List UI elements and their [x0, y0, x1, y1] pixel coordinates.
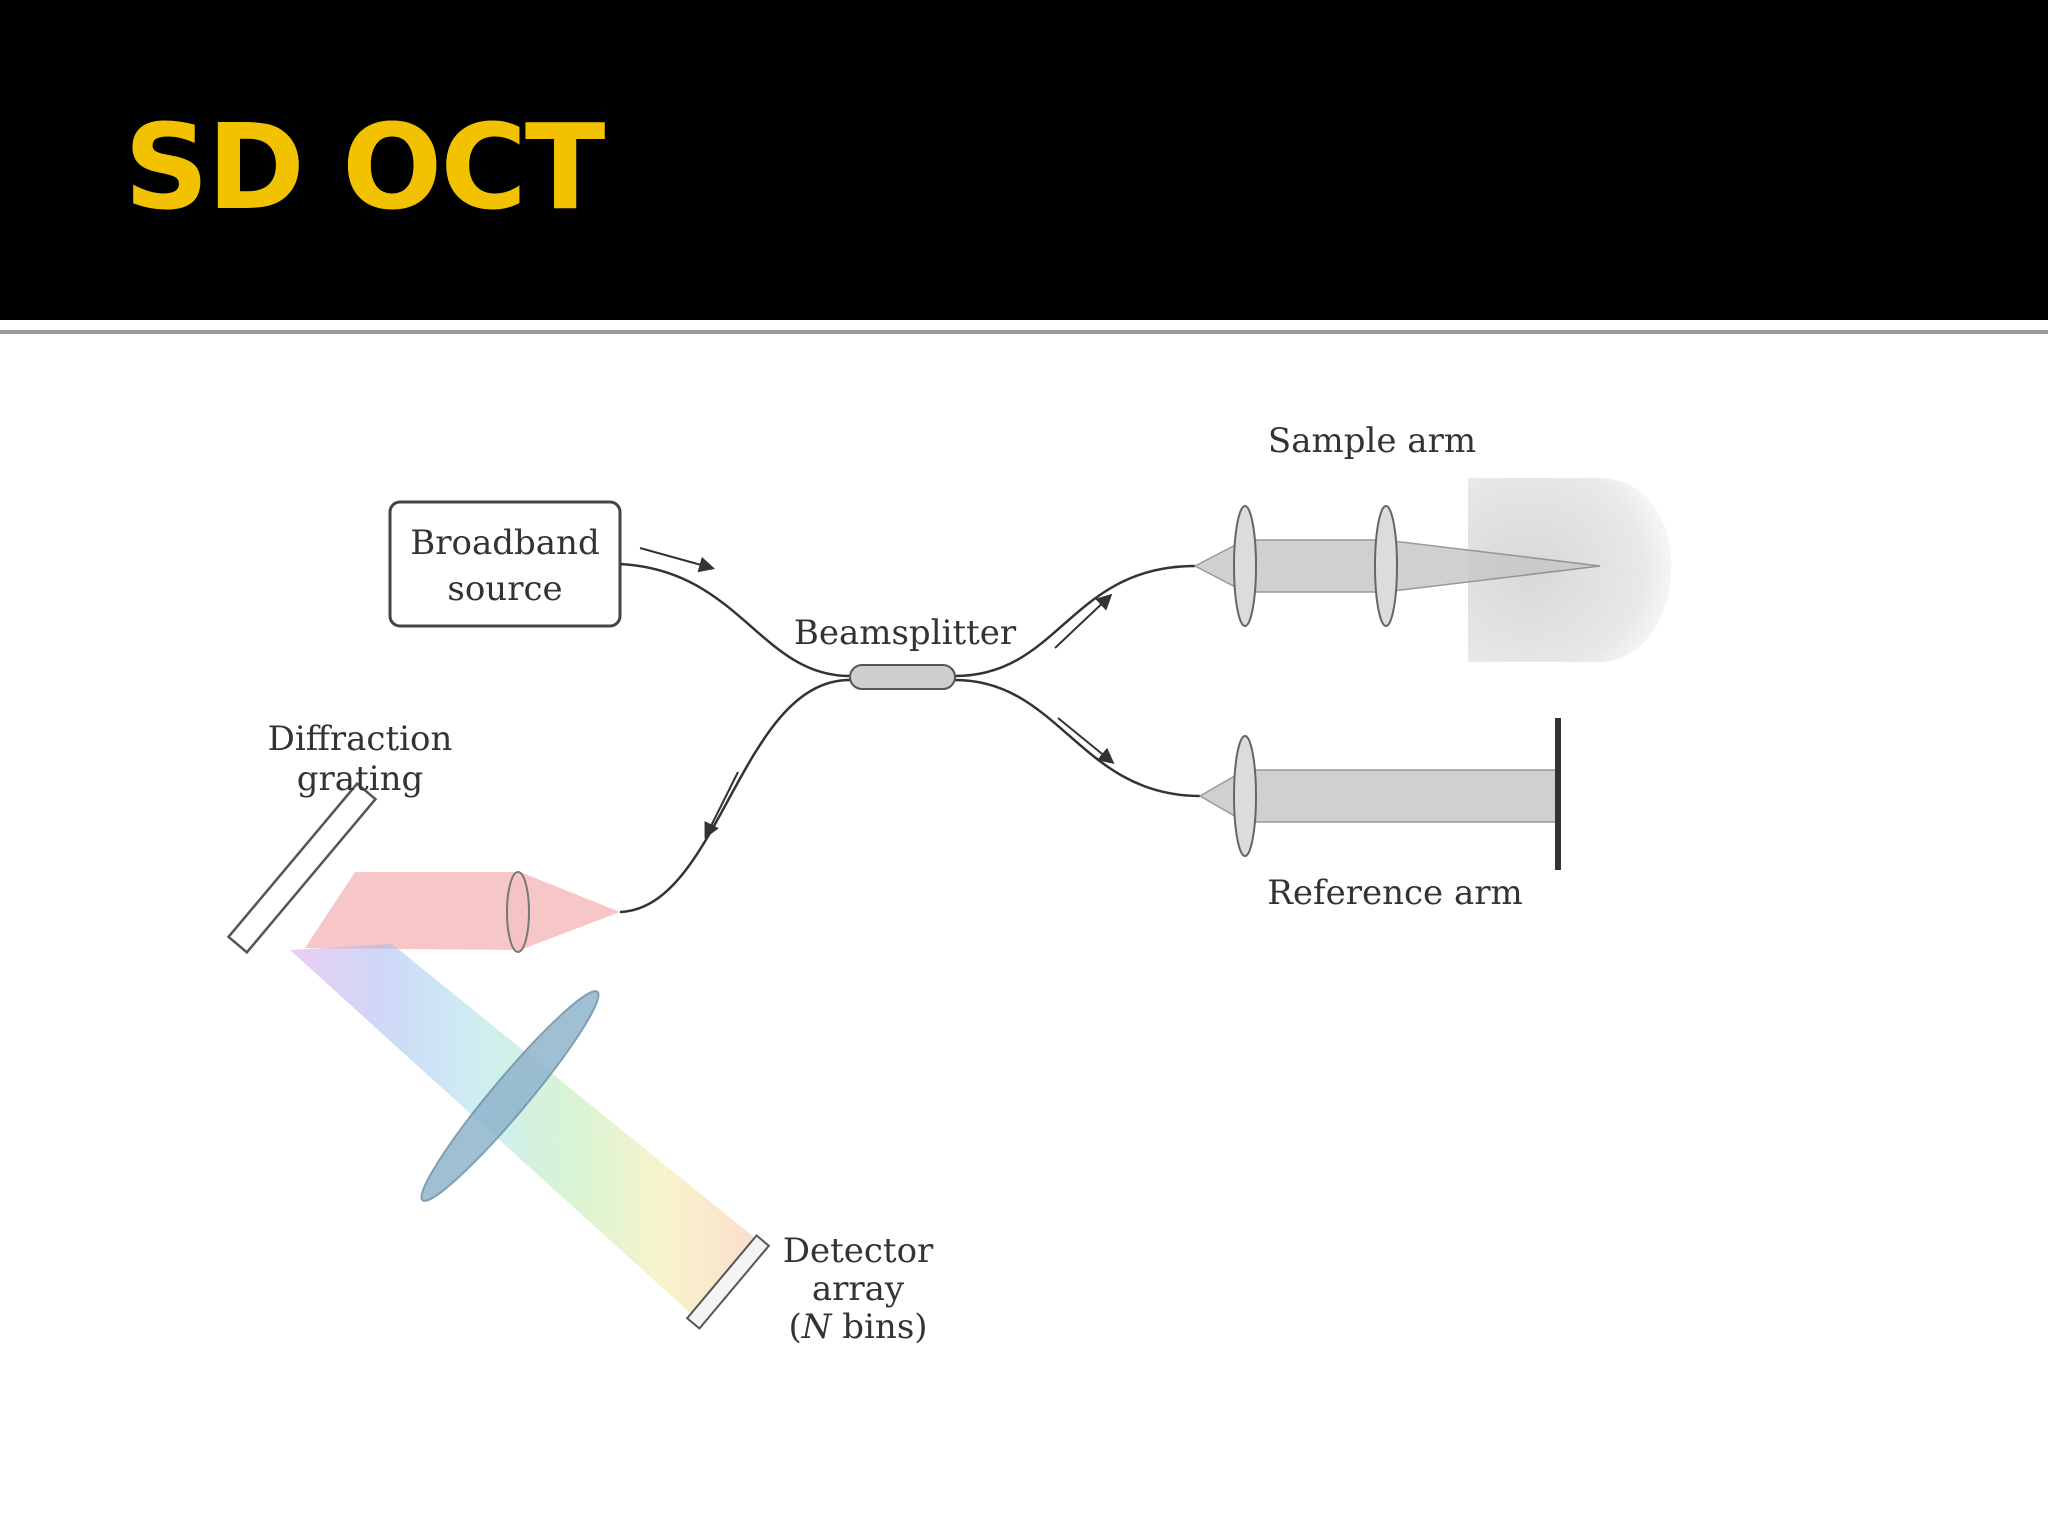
- focusing-lens: [420, 990, 600, 1202]
- arrow-icon: [1057, 717, 1115, 765]
- beamsplitter: Beamsplitter: [794, 613, 1017, 690]
- arrow-icon: [704, 771, 739, 839]
- sample-lens-2: [1374, 505, 1398, 627]
- arrow-icon: [1054, 593, 1113, 649]
- detector-label-line1: Detector: [783, 1231, 934, 1271]
- sample-fiber: [954, 564, 1196, 678]
- direction-arrows: [639, 547, 1115, 839]
- detector-label-line3: (N bins): [788, 1307, 927, 1347]
- reference-lens: [1233, 735, 1257, 857]
- title-bar: SD OCT: [0, 0, 2048, 320]
- slide-title: SD OCT: [124, 98, 605, 236]
- arrow-icon: [639, 547, 716, 573]
- grating-label-line2: grating: [297, 759, 424, 799]
- detector-label-rest: bins): [831, 1307, 927, 1347]
- diffraction-grating: [226, 781, 378, 955]
- sample-arm: Sample arm: [1193, 421, 1672, 662]
- source-label-line2: source: [447, 569, 562, 609]
- sample-arm-label: Sample arm: [1268, 421, 1476, 461]
- diffracted-spectrum: [290, 944, 760, 1322]
- beamsplitter-label: Beamsplitter: [794, 613, 1017, 653]
- detector-label-var: N: [801, 1307, 833, 1347]
- broadband-source: Broadband source: [388, 500, 622, 628]
- spectrometer: Diffraction grating Detector array (N bi…: [226, 719, 934, 1347]
- detector-array: [685, 1234, 771, 1330]
- source-label-line1: Broadband: [410, 523, 599, 563]
- sample-lens-1: [1233, 505, 1257, 627]
- grating-label-line1: Diffraction: [268, 719, 453, 759]
- collimating-lens: [506, 871, 530, 953]
- title-divider: [0, 330, 2048, 334]
- source-fiber: [619, 562, 851, 678]
- reference-fiber: [954, 678, 1201, 798]
- detector-label-line2: array: [812, 1269, 905, 1309]
- reference-arm: Reference arm: [1198, 718, 1561, 913]
- optical-fibers: [619, 562, 1201, 914]
- collimated-red-beam: [305, 872, 620, 950]
- detector-fiber: [619, 678, 851, 914]
- reference-arm-label: Reference arm: [1267, 873, 1522, 913]
- detector-label-open: (: [788, 1307, 801, 1347]
